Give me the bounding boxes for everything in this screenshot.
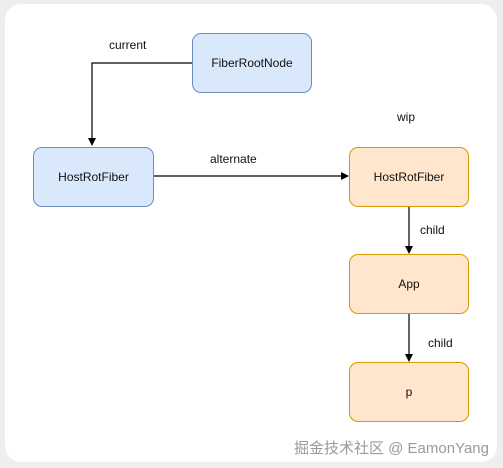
watermark: 掘金技术社区 @ EamonYang bbox=[293, 440, 489, 457]
edge-label-alternate: alternate bbox=[210, 152, 257, 166]
edge-label-child-p: child bbox=[428, 336, 453, 350]
edge-label-child-app: child bbox=[420, 223, 445, 237]
node-fiber-root: FiberRootNode bbox=[192, 33, 312, 93]
node-app: App bbox=[349, 254, 469, 314]
edge-label-current: current bbox=[109, 38, 147, 52]
node-current-host-root-fiber: HostRotFiber bbox=[33, 147, 154, 207]
node-wip-host-root-fiber: HostRotFiber bbox=[349, 147, 469, 207]
node-p: p bbox=[349, 362, 469, 422]
label-wip: wip bbox=[397, 110, 416, 124]
edge-current-line bbox=[88, 62, 192, 146]
